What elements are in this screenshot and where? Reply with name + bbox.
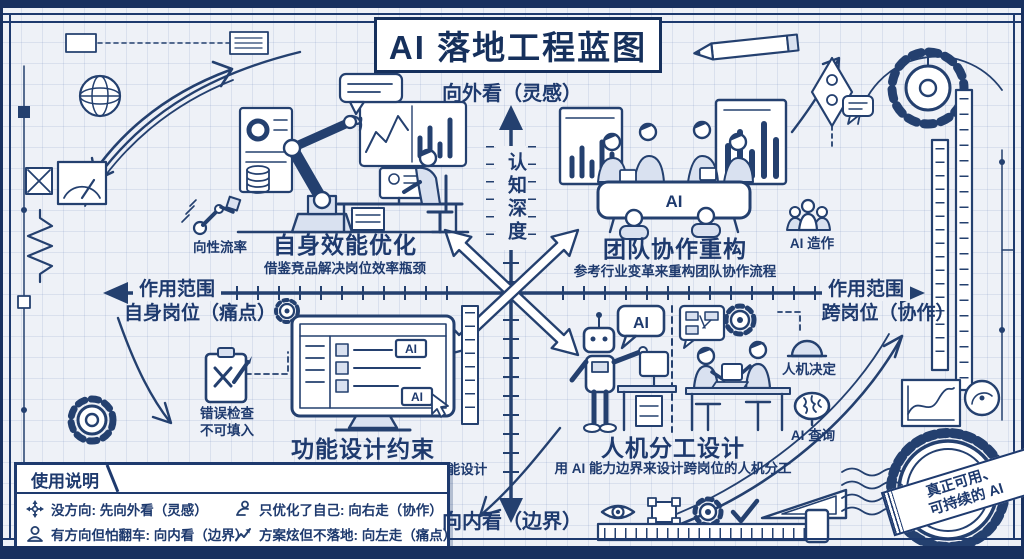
- set-square-icon: [760, 488, 848, 520]
- axis-label-right-1: 作用范围: [822, 279, 910, 301]
- callout-top-right: AI 造作: [789, 236, 835, 251]
- artboard-icon: [647, 497, 681, 527]
- axis-label-right-2: 跨岗位（协作）: [821, 303, 955, 324]
- worker-at-desk: [336, 148, 464, 234]
- resistor-icon: [26, 208, 54, 284]
- scene-function-design: AI AI: [245, 298, 479, 432]
- two-people-at-table: [685, 340, 791, 432]
- quadrant-subtitle-top-left: 借鉴竞品解决岗位效率瓶颈: [264, 261, 426, 276]
- screen-ai-button: AI: [411, 390, 423, 404]
- poster-title-box: AI 落地工程蓝图: [374, 17, 662, 73]
- poster-title: AI 落地工程蓝图: [388, 29, 648, 66]
- scene-team-collaboration: AI: [558, 98, 788, 240]
- callout-bottom-right-2: AI 查询: [790, 428, 836, 443]
- legend-items: 没方向: 先向外看（灵感） 只优化了自己: 向右走（协作） 有方向但怕翻车: 向…: [17, 494, 456, 546]
- legend-item-text: 没方向: 先向外看（灵感）: [51, 502, 208, 518]
- clipboard-icon: [204, 347, 252, 404]
- frame-left-bar: [0, 0, 3, 559]
- eye-icon: [600, 504, 636, 520]
- callout-bottom-left-2: 不可填入: [200, 423, 254, 438]
- left-margin-doodles: [17, 31, 269, 501]
- legend-item-text: 有方向但怕翻车: 向内看（边界）: [51, 527, 249, 543]
- frame-line: [1013, 13, 1015, 540]
- block-icon: [804, 508, 830, 544]
- robot-arm: [282, 114, 363, 234]
- callout-bottom-right-1: 人机决定: [782, 362, 836, 377]
- gear-icon: [67, 395, 117, 445]
- legend-header: 使用说明: [17, 464, 447, 494]
- frame-right-bar: [1021, 0, 1024, 559]
- gear-icon: [692, 496, 724, 528]
- scene-human-ai-division: AI: [569, 303, 791, 433]
- flowchart-bubble: [678, 304, 726, 349]
- cursor-icon: [431, 393, 449, 418]
- vertical-ruler-icon: [930, 88, 974, 392]
- legend-item-text: 方案炫但不落地: 向左走（痛点）: [259, 527, 457, 543]
- legend-title: 使用说明: [31, 472, 99, 491]
- screen-ai-chip: AI: [405, 342, 417, 356]
- axis-label-top: 向外看（灵感）: [442, 83, 582, 105]
- frame-line: [0, 538, 1024, 540]
- legend-title-tab: 使用说明: [21, 464, 119, 494]
- legend-box: 使用说明 没方向: 先向外看（灵感） 只优化了自己: 向右走（协作）: [14, 462, 456, 552]
- attendees: [597, 120, 754, 183]
- legend-item: 没方向: 先向外看（灵感）: [25, 496, 233, 521]
- globe-icon: [78, 74, 122, 118]
- axis-label-bottom: 向内看（边界）: [442, 511, 582, 533]
- quadrant-subtitle-bottom-right: 用 AI 能力边界来设计跨岗位的人机分工: [554, 461, 792, 476]
- gear-icon: [274, 298, 300, 324]
- callout-bottom-left-1: 错误检查: [200, 406, 254, 421]
- frame-line: [0, 13, 1024, 15]
- robot-bubble-ai-label: AI: [633, 315, 649, 332]
- check-icon: [730, 498, 760, 524]
- callout-top-left: 向性流率: [193, 240, 247, 255]
- person-bust-icon: [27, 525, 43, 542]
- meter-icon: [56, 160, 108, 206]
- axis-label-depth: 认知深度: [496, 146, 526, 250]
- gear-icon: [723, 303, 757, 337]
- legend-item: 有方向但怕翻车: 向内看（边界）: [25, 521, 248, 546]
- speech-bubble-icon: [338, 72, 404, 116]
- legend-item: 方案炫但不落地: 向左走（痛点）: [233, 521, 456, 546]
- brain-icon: [793, 391, 831, 427]
- pencil-icon: [693, 33, 800, 61]
- quadrant-subtitle-top-right: 参考行业变革来重构团队协作流程: [573, 264, 777, 279]
- graph-box-icon: [900, 378, 962, 428]
- team-table-ai-label: AI: [666, 192, 683, 211]
- quadrant-title-bottom-left: 功能设计约束: [291, 436, 435, 462]
- legend-tab-slant: [105, 464, 119, 493]
- quadrant-title-bottom-right: 人机分工设计: [601, 435, 745, 461]
- bottom-icon-strip: [596, 488, 848, 544]
- frame-top-bar: [0, 0, 1024, 8]
- scene-self-optimization: [236, 72, 470, 234]
- big-gear-icon: [857, 47, 1003, 129]
- right-margin-doodles: [693, 33, 1015, 428]
- axis-label-left-2: 自身岗位（痛点）: [123, 303, 276, 324]
- people-group-icon: [786, 198, 831, 232]
- legend-item-text: 只优化了自己: 向右走（协作）: [259, 502, 443, 518]
- frame-line: [9, 13, 11, 540]
- self-focus-icon: [236, 500, 249, 516]
- robot-speech-bubble: AI: [616, 304, 666, 350]
- attendees-backs: [619, 206, 721, 240]
- quadrant-title-top-right: 团队协作重构: [603, 236, 747, 262]
- axis-label-left-1: 作用范围: [133, 279, 221, 301]
- database-icon: [246, 165, 270, 194]
- chat-bubble-icon: [842, 95, 874, 125]
- head-icon: [786, 339, 828, 358]
- ruler-icon: [461, 305, 479, 425]
- callout-connector: [777, 311, 801, 331]
- curved-arrows: [76, 50, 904, 538]
- robot: [569, 312, 648, 433]
- frame-bottom-bar: [0, 546, 1024, 559]
- legend-item: 只优化了自己: 向右走（协作）: [233, 496, 443, 521]
- move-icon: [26, 499, 44, 518]
- mini-robot-arm-icon: [181, 195, 242, 236]
- dial-icon: [963, 379, 1001, 417]
- trend-arrow-icon: [235, 527, 251, 541]
- quadrant-title-top-left: 自身效能优化: [273, 232, 417, 258]
